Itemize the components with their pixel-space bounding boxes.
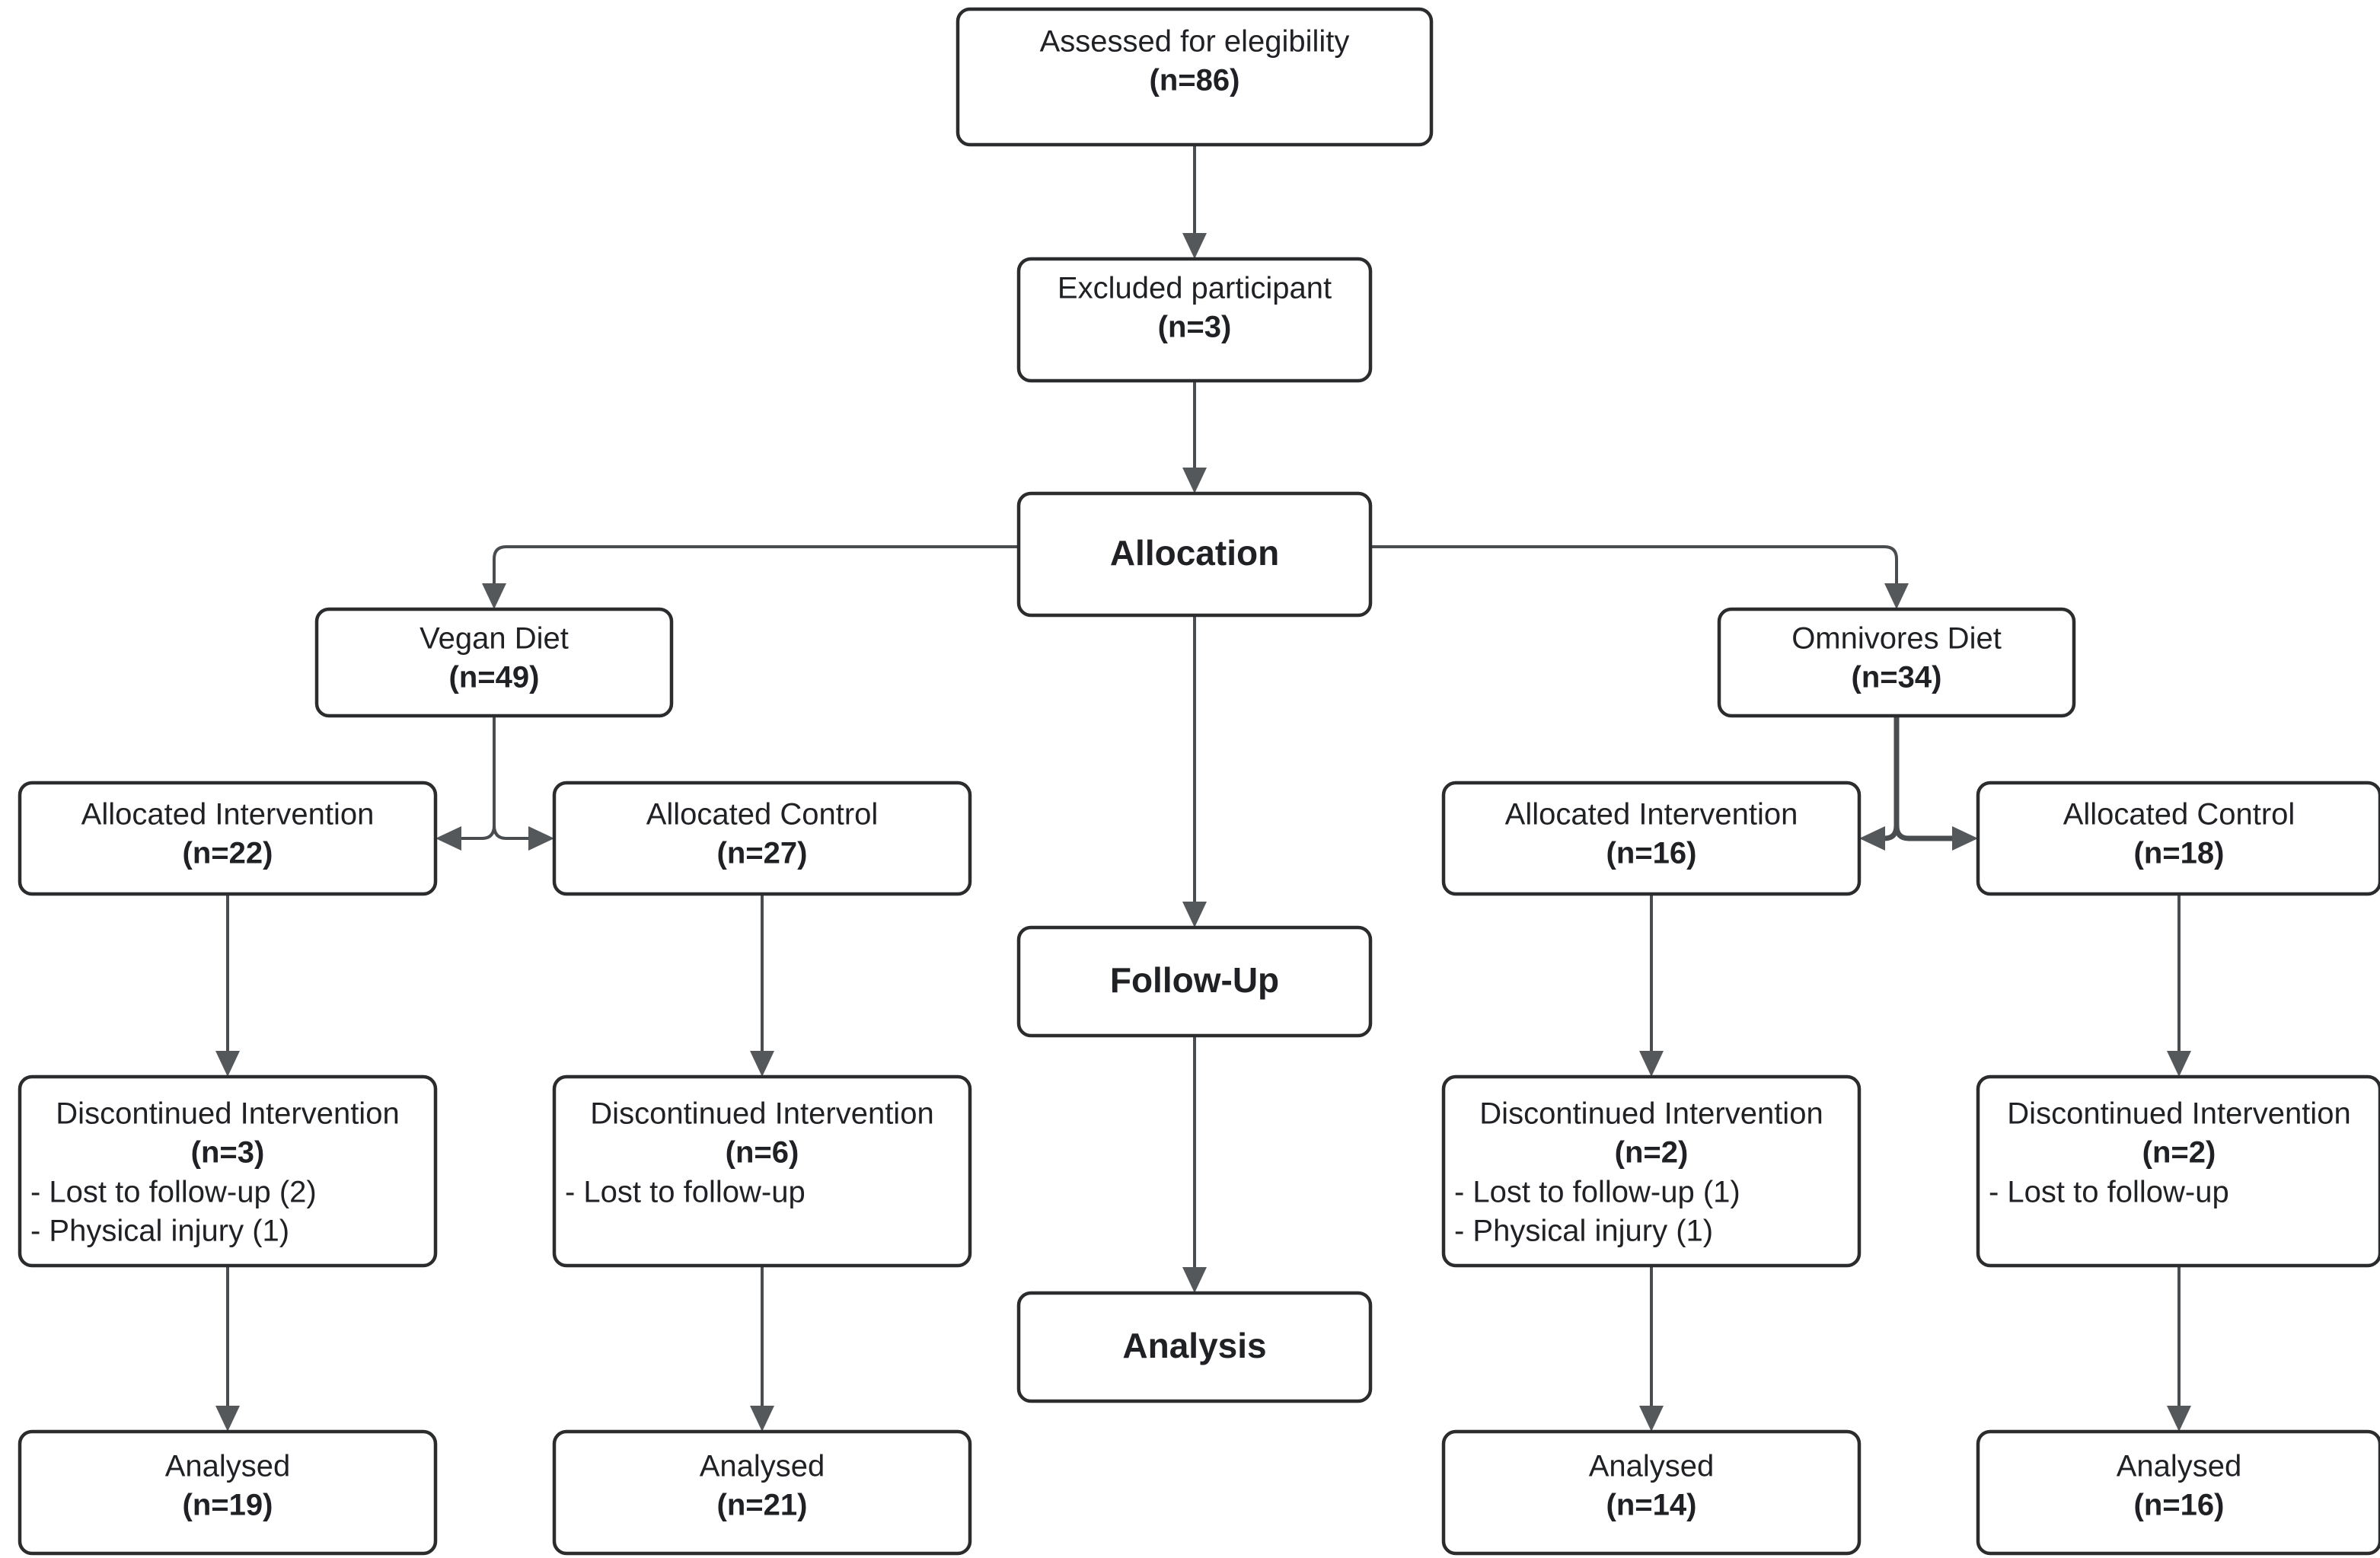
edge-allocation-to-vegan-diet <box>482 545 1019 609</box>
vegan-disc-control-bullet-1: - Lost to follow-up <box>565 1176 806 1209</box>
edge-omni-intervention-to-disc <box>1639 894 1664 1077</box>
omni-analysed-control-label: Analysed <box>2117 1450 2242 1483</box>
node-vegan-diet[interactable]: Vegan Diet (n=49) <box>314 607 674 718</box>
vegan-allocated-control-count: (n=27) <box>717 837 808 870</box>
omni-disc-intervention-box[interactable] <box>1441 1074 1862 1268</box>
analysis-label: Analysis <box>1122 1326 1266 1365</box>
vegan-disc-intervention-bullet-2: - Physical injury (1) <box>30 1215 289 1248</box>
omni-analysed-intervention-label: Analysed <box>1589 1450 1715 1483</box>
allocation-label: Allocation <box>1110 533 1279 573</box>
vegan-disc-intervention-bullet-1: - Lost to follow-up (2) <box>30 1176 317 1209</box>
omni-disc-intervention-bullet-1: - Lost to follow-up (1) <box>1454 1176 1740 1209</box>
vegan-diet-box[interactable] <box>314 607 674 718</box>
vegan-analysed-intervention-box[interactable] <box>18 1429 438 1556</box>
analysis-box[interactable] <box>1016 1291 1373 1403</box>
vegan-disc-control-label: Discontinued Intervention <box>590 1097 933 1131</box>
node-analysis[interactable]: Analysis <box>1016 1291 1373 1403</box>
vegan-analysed-intervention-label: Analysed <box>165 1450 291 1483</box>
node-omni-allocated-intervention[interactable]: Allocated Intervention (n=16) <box>1441 781 1862 896</box>
omni-analysed-control-count: (n=16) <box>2134 1489 2225 1522</box>
node-vegan-discontinued-intervention[interactable]: Discontinued Intervention (n=3) - Lost t… <box>18 1074 438 1268</box>
omni-analysed-intervention-box[interactable] <box>1441 1429 1862 1556</box>
vegan-analysed-control-label: Analysed <box>700 1450 825 1483</box>
omni-allocated-intervention-box[interactable] <box>1441 781 1862 896</box>
vegan-allocated-intervention-box[interactable] <box>18 781 438 896</box>
follow-up-label: Follow-Up <box>1110 960 1279 1000</box>
node-assessed-for-eligibility[interactable]: Assessed for elegibility (n=86) <box>956 7 1434 147</box>
node-omni-discontinued-control[interactable]: Discontinued Intervention (n=2) - Lost t… <box>1976 1074 2380 1268</box>
edge-follow-up-to-analysis <box>1182 1036 1207 1293</box>
omnivores-diet-count: (n=34) <box>1852 661 1942 694</box>
follow-up-box[interactable] <box>1016 925 1373 1038</box>
edge-layer <box>215 145 2191 1432</box>
assessed-count: (n=86) <box>1150 64 1240 97</box>
omni-disc-control-count: (n=2) <box>2142 1136 2216 1170</box>
vegan-diet-label: Vegan Diet <box>420 622 569 656</box>
node-allocation[interactable]: Allocation <box>1016 491 1373 618</box>
node-omni-discontinued-intervention[interactable]: Discontinued Intervention (n=2) - Lost t… <box>1441 1074 1862 1268</box>
edge-vegan-disc-ctrl-to-analysed <box>750 1266 774 1432</box>
edge-allocation-to-omnivores-diet <box>1370 545 1909 609</box>
omnivores-diet-box[interactable] <box>1717 607 2076 718</box>
omni-disc-control-box[interactable] <box>1976 1074 2380 1268</box>
omni-disc-intervention-count: (n=2) <box>1615 1136 1689 1170</box>
node-vegan-analysed-control[interactable]: Analysed (n=21) <box>552 1429 972 1556</box>
vegan-disc-control-count: (n=6) <box>726 1136 799 1170</box>
omni-analysed-intervention-count: (n=14) <box>1606 1489 1697 1522</box>
edge-omnivores-diet-split <box>1859 716 1978 851</box>
edge-omni-disc-ctrl-to-analysed <box>2167 1266 2191 1432</box>
edge-excluded-to-allocation <box>1182 381 1207 493</box>
vegan-allocated-control-box[interactable] <box>552 781 972 896</box>
edge-vegan-diet-split <box>435 716 554 851</box>
edge-allocation-to-follow-up <box>1182 615 1207 927</box>
omni-analysed-control-box[interactable] <box>1976 1429 2380 1556</box>
assessed-box[interactable] <box>956 7 1434 147</box>
vegan-analysed-control-box[interactable] <box>552 1429 972 1556</box>
node-omni-analysed-control[interactable]: Analysed (n=16) <box>1976 1429 2380 1556</box>
edge-vegan-intervention-to-disc <box>215 894 240 1077</box>
node-omnivores-diet[interactable]: Omnivores Diet (n=34) <box>1717 607 2076 718</box>
node-vegan-analysed-intervention[interactable]: Analysed (n=19) <box>18 1429 438 1556</box>
edge-assessed-to-excluded <box>1182 145 1207 259</box>
edge-vegan-control-to-disc <box>750 894 774 1077</box>
vegan-disc-intervention-box[interactable] <box>18 1074 438 1268</box>
node-omni-allocated-control[interactable]: Allocated Control (n=18) <box>1976 781 2380 896</box>
vegan-analysed-intervention-count: (n=19) <box>183 1489 273 1522</box>
vegan-disc-intervention-label: Discontinued Intervention <box>56 1097 399 1131</box>
excluded-label: Excluded participant <box>1058 272 1332 305</box>
vegan-disc-control-box[interactable] <box>552 1074 972 1268</box>
omni-disc-control-bullet-1: - Lost to follow-up <box>1989 1176 2229 1209</box>
node-vegan-allocated-intervention[interactable]: Allocated Intervention (n=22) <box>18 781 438 896</box>
omni-disc-intervention-label: Discontinued Intervention <box>1479 1097 1823 1131</box>
node-vegan-discontinued-control[interactable]: Discontinued Intervention (n=6) - Lost t… <box>552 1074 972 1268</box>
omnivores-diet-label: Omnivores Diet <box>1791 622 2002 656</box>
omni-disc-control-label: Discontinued Intervention <box>2007 1097 2350 1131</box>
vegan-diet-count: (n=49) <box>449 661 540 694</box>
omni-allocated-control-count: (n=18) <box>2134 837 2225 870</box>
vegan-analysed-control-count: (n=21) <box>717 1489 808 1522</box>
edge-omni-disc-int-to-analysed <box>1639 1266 1664 1432</box>
vegan-allocated-intervention-count: (n=22) <box>183 837 273 870</box>
excluded-count: (n=3) <box>1158 311 1232 344</box>
edge-omni-control-to-disc <box>2167 894 2191 1077</box>
vegan-allocated-intervention-label: Allocated Intervention <box>81 798 375 832</box>
omni-disc-intervention-bullet-2: - Physical injury (1) <box>1454 1215 1713 1248</box>
node-follow-up[interactable]: Follow-Up <box>1016 925 1373 1038</box>
edge-vegan-disc-int-to-analysed <box>215 1266 240 1432</box>
omni-allocated-intervention-count: (n=16) <box>1606 837 1697 870</box>
assessed-label: Assessed for elegibility <box>1040 25 1350 59</box>
omni-allocated-intervention-label: Allocated Intervention <box>1505 798 1798 832</box>
node-excluded-participant[interactable]: Excluded participant (n=3) <box>1016 257 1373 383</box>
node-omni-analysed-intervention[interactable]: Analysed (n=14) <box>1441 1429 1862 1556</box>
allocation-box[interactable] <box>1016 491 1373 618</box>
node-vegan-allocated-control[interactable]: Allocated Control (n=27) <box>552 781 972 896</box>
vegan-allocated-control-label: Allocated Control <box>646 798 879 832</box>
omni-allocated-control-label: Allocated Control <box>2063 798 2295 832</box>
omni-allocated-control-box[interactable] <box>1976 781 2380 896</box>
vegan-disc-intervention-count: (n=3) <box>191 1136 265 1170</box>
excluded-box[interactable] <box>1016 257 1373 383</box>
